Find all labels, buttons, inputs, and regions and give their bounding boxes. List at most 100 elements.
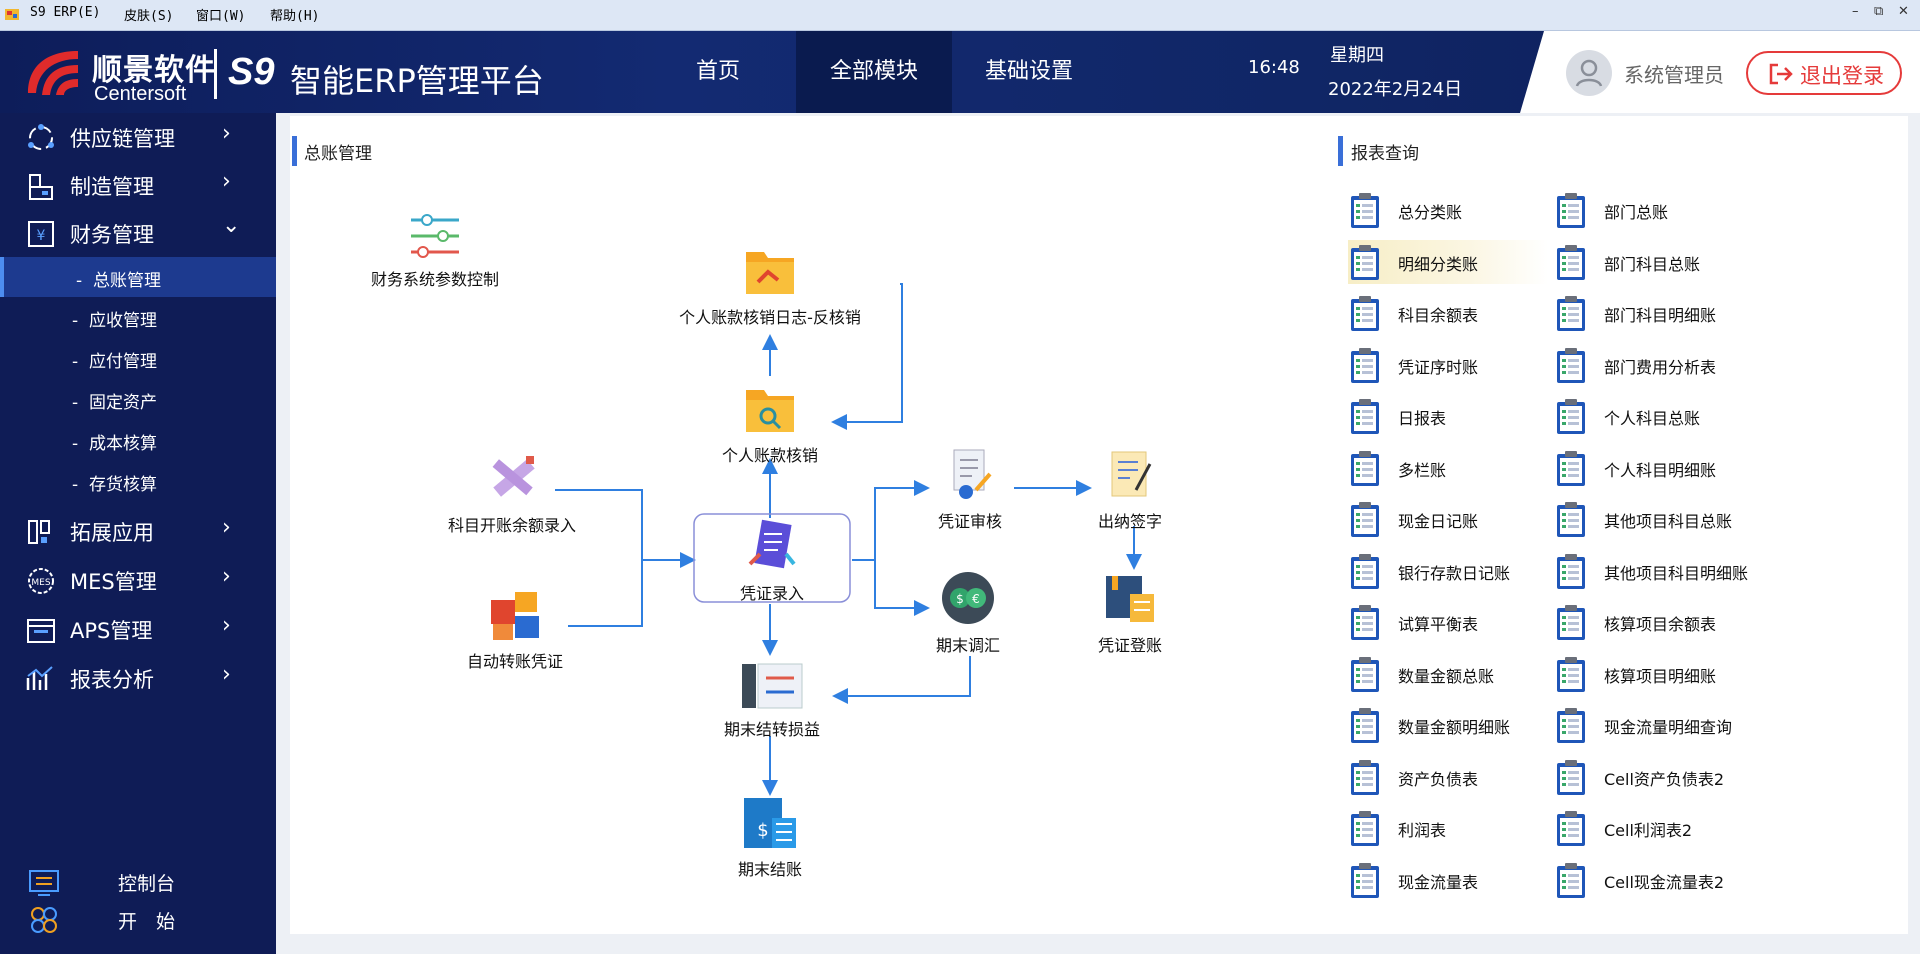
report-label: 日报表 bbox=[1398, 409, 1447, 428]
report-item[interactable]: 现金流量表 bbox=[1348, 858, 1548, 902]
report-item[interactable]: 核算项目余额表 bbox=[1554, 600, 1754, 644]
report-item[interactable]: 数量金额明细账 bbox=[1348, 703, 1548, 747]
nav-all-modules[interactable]: 全部模块 bbox=[796, 31, 952, 113]
opening-balance-node[interactable]: 科目开账余额录入 bbox=[432, 450, 592, 536]
sidebar-item-reports[interactable]: 报表分析 › bbox=[0, 654, 276, 702]
period-close-node[interactable]: $ 期末结账 bbox=[700, 794, 840, 880]
param-control-node[interactable]: 财务系统参数控制 bbox=[360, 210, 510, 290]
chevron-right-icon: › bbox=[222, 613, 231, 638]
report-item[interactable]: 资产负债表 bbox=[1348, 755, 1548, 799]
node-label: 财务系统参数控制 bbox=[370, 270, 499, 289]
period-adjust-node[interactable]: $€ 期末调汇 bbox=[908, 570, 1028, 656]
sidebar-sub-fixed-assets[interactable]: - 固定资产 bbox=[72, 393, 157, 413]
report-item[interactable]: 试算平衡表 bbox=[1348, 600, 1548, 644]
report-label: 数量金额明细账 bbox=[1398, 718, 1511, 737]
report-item[interactable]: 利润表 bbox=[1348, 806, 1548, 850]
report-label: 部门科目明细账 bbox=[1604, 306, 1717, 325]
report-label: 多栏账 bbox=[1398, 460, 1447, 480]
clipboard-report-icon bbox=[1554, 862, 1588, 904]
report-item[interactable]: 科目余额表 bbox=[1348, 291, 1548, 335]
node-label: 凭证录入 bbox=[739, 584, 804, 603]
voucher-entry-node[interactable]: 凭证录入 bbox=[694, 518, 850, 604]
minimize-button[interactable]: – bbox=[1852, 4, 1859, 19]
report-item[interactable]: 数量金额总账 bbox=[1348, 652, 1548, 696]
calculator-icon: $ bbox=[744, 798, 796, 848]
menu-item-window[interactable]: 窗口(W) bbox=[196, 9, 246, 24]
menu-item-help[interactable]: 帮助(H) bbox=[270, 9, 320, 24]
restore-button[interactable]: ⧉ bbox=[1874, 4, 1884, 19]
clipboard-report-icon bbox=[1554, 192, 1588, 234]
sidebar-sub-payables[interactable]: - 应付管理 bbox=[72, 352, 157, 372]
cashier-sign-node[interactable]: 出纳签字 bbox=[1070, 446, 1190, 532]
reports-title: 报表查询 bbox=[1351, 144, 1419, 164]
ledger-title-bar bbox=[292, 136, 297, 166]
sidebar-item-supply-chain[interactable]: 供应链管理 › bbox=[0, 113, 276, 161]
report-item[interactable]: 核算项目明细账 bbox=[1554, 652, 1754, 696]
user-icon bbox=[1575, 59, 1603, 87]
report-item[interactable]: 总分类账 bbox=[1348, 188, 1548, 232]
report-item[interactable]: 现金流量明细查询 bbox=[1554, 703, 1754, 747]
report-item[interactable]: 个人科目明细账 bbox=[1554, 446, 1754, 490]
report-label: 其他项目科目总账 bbox=[1604, 512, 1733, 531]
report-item[interactable]: 银行存款日记账 bbox=[1348, 549, 1548, 593]
sidebar-sub-cost-accounting[interactable]: - 成本核算 bbox=[72, 434, 157, 454]
clipboard-report-icon bbox=[1554, 604, 1588, 646]
report-item[interactable]: 现金日记账 bbox=[1348, 497, 1548, 541]
voucher-post-node[interactable]: 凭证登账 bbox=[1070, 570, 1190, 656]
report-item[interactable]: 部门总账 bbox=[1554, 188, 1754, 232]
start-icon bbox=[31, 907, 57, 933]
date: 2022年2月24日 bbox=[1328, 79, 1463, 100]
report-item[interactable]: Cell资产负债表2 bbox=[1554, 755, 1754, 799]
auto-transfer-node[interactable]: 自动转账凭证 bbox=[440, 586, 590, 672]
start-button[interactable]: 开 始 bbox=[0, 903, 276, 939]
sidebar-item-manufacturing[interactable]: 制造管理 › bbox=[0, 161, 276, 209]
report-label: 资产负债表 bbox=[1398, 769, 1479, 789]
clipboard-report-icon bbox=[1554, 501, 1588, 543]
finance-icon: ¥ bbox=[28, 221, 54, 247]
product-s9: S9 bbox=[228, 51, 275, 93]
sidebar-sub-receivables[interactable]: - 应收管理 bbox=[72, 311, 157, 331]
report-item[interactable]: 日报表 bbox=[1348, 394, 1548, 438]
sidebar-item-aps[interactable]: APS管理 › bbox=[0, 605, 276, 653]
sidebar-sub-label: 固定资产 bbox=[88, 393, 157, 413]
sidebar-sub-general-ledger[interactable]: - 总账管理 bbox=[0, 257, 280, 297]
report-item[interactable]: 个人科目总账 bbox=[1554, 394, 1754, 438]
sidebar-item-extensions[interactable]: 拓展应用 › bbox=[0, 507, 276, 555]
avatar[interactable] bbox=[1566, 50, 1612, 96]
report-item[interactable]: 明细分类账 bbox=[1348, 239, 1548, 286]
nav-basic-settings[interactable]: 基础设置 bbox=[984, 59, 1073, 84]
brand-name: 顺景软件 bbox=[92, 53, 216, 88]
sidebar-item-finance[interactable]: ¥ 财务管理 ⌄ bbox=[0, 209, 276, 257]
report-item[interactable]: 其他项目科目总账 bbox=[1554, 497, 1754, 541]
sidebar-item-mes[interactable]: MES MES管理 › bbox=[0, 556, 276, 604]
username: 系统管理员 bbox=[1624, 63, 1724, 87]
sidebar-sub-label: 总账管理 bbox=[92, 271, 161, 291]
nav-home[interactable]: 首页 bbox=[695, 59, 740, 84]
svg-text:$: $ bbox=[757, 820, 768, 841]
menu-item-erp[interactable]: S9 ERP(E) bbox=[30, 5, 101, 20]
report-item[interactable]: Cell利润表2 bbox=[1554, 806, 1754, 850]
close-button[interactable]: ✕ bbox=[1898, 4, 1909, 19]
report-item[interactable]: 其他项目科目明细账 bbox=[1554, 549, 1754, 593]
reverse-writeoff-node[interactable]: 个人账款核销日志-反核销 bbox=[660, 240, 880, 328]
sidebar-sub-inventory-accounting[interactable]: - 存货核算 bbox=[72, 475, 157, 495]
sidebar-item-label: 报表分析 bbox=[70, 668, 154, 692]
node-label: 期末结转损益 bbox=[723, 720, 820, 739]
sidebar-sub-label: 应收管理 bbox=[88, 311, 157, 331]
voucher-audit-node[interactable]: 凭证审核 bbox=[910, 446, 1030, 532]
report-item[interactable]: 凭证序时账 bbox=[1348, 343, 1548, 387]
menu-item-skin[interactable]: 皮肤(S) bbox=[124, 9, 174, 24]
clipboard-report-icon bbox=[1554, 450, 1588, 492]
clipboard-report-icon bbox=[1348, 244, 1382, 286]
sidebar-item-label: 拓展应用 bbox=[70, 521, 154, 545]
report-item[interactable]: 部门科目总账 bbox=[1554, 240, 1754, 284]
report-item[interactable]: 多栏账 bbox=[1348, 446, 1548, 490]
report-item[interactable]: 部门费用分析表 bbox=[1554, 343, 1754, 387]
logout-button[interactable]: 退出登录 bbox=[1746, 51, 1902, 95]
report-label: 个人科目明细账 bbox=[1604, 460, 1717, 480]
report-item[interactable]: Cell现金流量表2 bbox=[1554, 858, 1754, 902]
console-button[interactable]: 控制台 bbox=[0, 865, 276, 901]
report-item[interactable]: 部门科目明细账 bbox=[1554, 291, 1754, 335]
personal-writeoff-node[interactable]: 个人账款核销 bbox=[690, 378, 850, 466]
profit-transfer-node[interactable]: 期末结转损益 bbox=[694, 660, 850, 740]
